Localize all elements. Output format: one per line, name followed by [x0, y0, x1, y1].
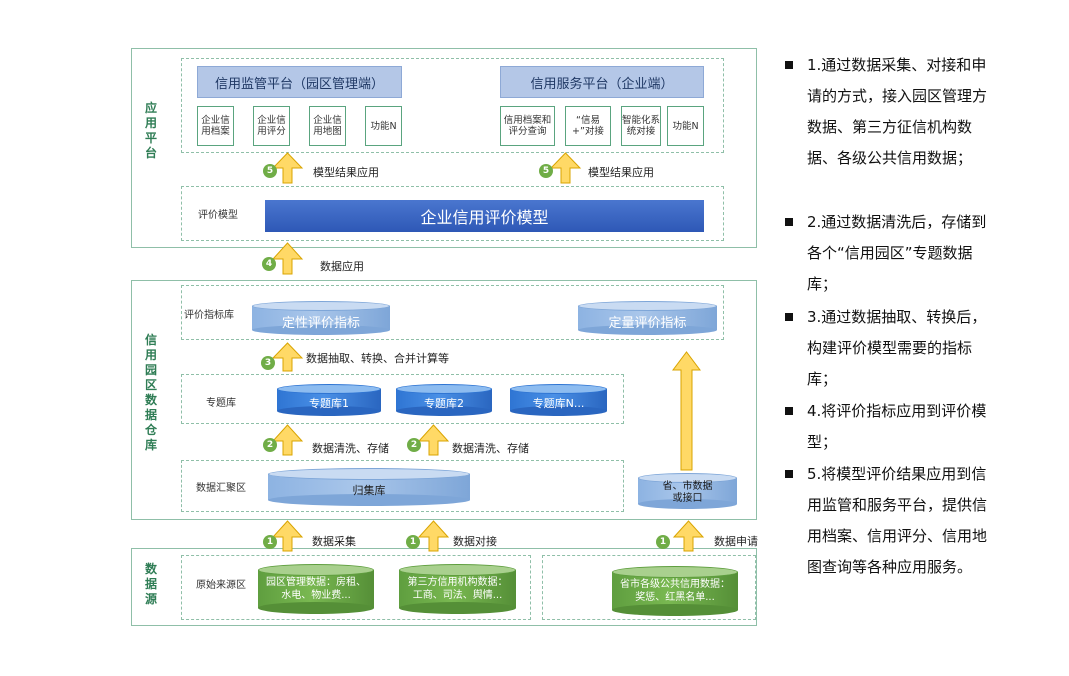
- platforms-zone: [181, 58, 724, 153]
- quantitative-index-db: 定量评价指标: [578, 301, 717, 335]
- source-zone-label: 原始来源区: [196, 580, 246, 591]
- bullet-square-icon: [785, 470, 793, 478]
- arrow-label: 模型结果应用: [588, 166, 654, 179]
- source-label: 数据源: [144, 562, 157, 606]
- function-box: 企业信用地图: [309, 106, 346, 146]
- arrow-label: 数据对接: [453, 535, 497, 548]
- arrow-label: 模型结果应用: [313, 166, 379, 179]
- step-badge: 1: [656, 535, 670, 549]
- step-badge: 2: [263, 438, 277, 452]
- source-layer: [131, 548, 757, 626]
- arrow-up-icon: [549, 152, 582, 184]
- function-box: 功能N: [667, 106, 704, 146]
- arrow-up-icon: [417, 520, 450, 552]
- step-badge: 4: [262, 257, 276, 271]
- description-item-5: 5.将模型评价结果应用到信用监管和服务平台，提供信用档案、信用评分、信用地图查询…: [785, 459, 995, 583]
- park-management-data-db: 园区管理数据：房租、水电、物业费...: [258, 564, 374, 614]
- function-box: “信易+”对接: [565, 106, 611, 146]
- gather-zone: [181, 460, 624, 512]
- arrow-up-icon: [271, 152, 304, 184]
- warehouse-label: 信用园区数据仓库: [144, 333, 157, 452]
- topic-db-n: 专题库N...: [510, 384, 607, 416]
- function-box: 信用档案和评分查询: [500, 106, 555, 146]
- credit-model-bar: 企业信用评价模型: [265, 200, 704, 232]
- bullet-square-icon: [785, 313, 793, 321]
- function-box: 企业信用档案: [197, 106, 234, 146]
- arrow-up-icon: [417, 424, 450, 456]
- description-item-1: 1.通过数据采集、对接和申请的方式，接入园区管理方数据、第三方征信机构数据、各级…: [785, 50, 995, 174]
- step-badge: 1: [406, 535, 420, 549]
- function-box: 功能N: [365, 106, 402, 146]
- arrow-up-icon: [271, 424, 304, 456]
- topic-lib-zone: [181, 374, 624, 424]
- public-credit-data-db: 省市各级公共信用数据：奖惩、红黑名单...: [612, 566, 738, 616]
- province-city-interface-db: 省、市数据或接口: [638, 473, 737, 509]
- app-platform-layer: [131, 48, 757, 248]
- app-platform-label: 应用平台: [144, 101, 157, 160]
- arrow-label: 数据抽取、转换、合并计算等: [306, 352, 449, 365]
- regulatory-platform-title: 信用监管平台（园区管理端）: [197, 66, 402, 98]
- arrow-label: 数据采集: [312, 535, 356, 548]
- step-badge: 5: [263, 164, 277, 178]
- warehouse-layer: [131, 280, 757, 520]
- collection-db: 归集库: [268, 468, 470, 506]
- arrow-up-icon: [271, 520, 304, 552]
- topic-lib-label: 专题库: [206, 398, 236, 409]
- gather-zone-label: 数据汇聚区: [196, 483, 246, 494]
- arrow-up-icon: [271, 342, 304, 372]
- source-zone-right: [542, 555, 756, 620]
- topic-db-2: 专题库2: [396, 384, 492, 416]
- step-badge: 1: [263, 535, 277, 549]
- service-platform-title: 信用服务平台（企业端）: [500, 66, 704, 98]
- arrow-up-icon: [672, 351, 701, 471]
- arrow-label: 数据应用: [320, 260, 364, 273]
- arrow-up-icon: [271, 242, 304, 275]
- index-lib-zone: [181, 285, 724, 340]
- description-item-4: 4.将评价指标应用到评价模型；: [785, 396, 995, 458]
- arrow-up-icon: [672, 520, 705, 552]
- description-item-3: 3.通过数据抽取、转换后，构建评价模型需要的指标库；: [785, 302, 995, 395]
- model-zone-label: 评价模型: [198, 210, 238, 221]
- qualitative-index-db: 定性评价指标: [252, 301, 390, 335]
- function-box: 智能化系统对接: [621, 106, 661, 146]
- topic-db-1: 专题库1: [277, 384, 381, 416]
- third-party-credit-data-db: 第三方信用机构数据：工商、司法、舆情...: [399, 564, 516, 614]
- source-zone-left: [181, 555, 531, 620]
- function-box: 企业信用评分: [253, 106, 290, 146]
- step-badge: 2: [407, 438, 421, 452]
- arrow-label: 数据清洗、存储: [452, 442, 529, 455]
- bullet-square-icon: [785, 218, 793, 226]
- bullet-square-icon: [785, 407, 793, 415]
- arrow-label: 数据申请: [714, 535, 758, 548]
- step-badge: 3: [261, 356, 275, 370]
- description-item-2: 2.通过数据清洗后，存储到各个“信用园区”专题数据库；: [785, 207, 995, 300]
- index-lib-label: 评价指标库: [184, 310, 234, 321]
- arrow-label: 数据清洗、存储: [312, 442, 389, 455]
- bullet-square-icon: [785, 61, 793, 69]
- model-zone: [181, 186, 724, 241]
- step-badge: 5: [539, 164, 553, 178]
